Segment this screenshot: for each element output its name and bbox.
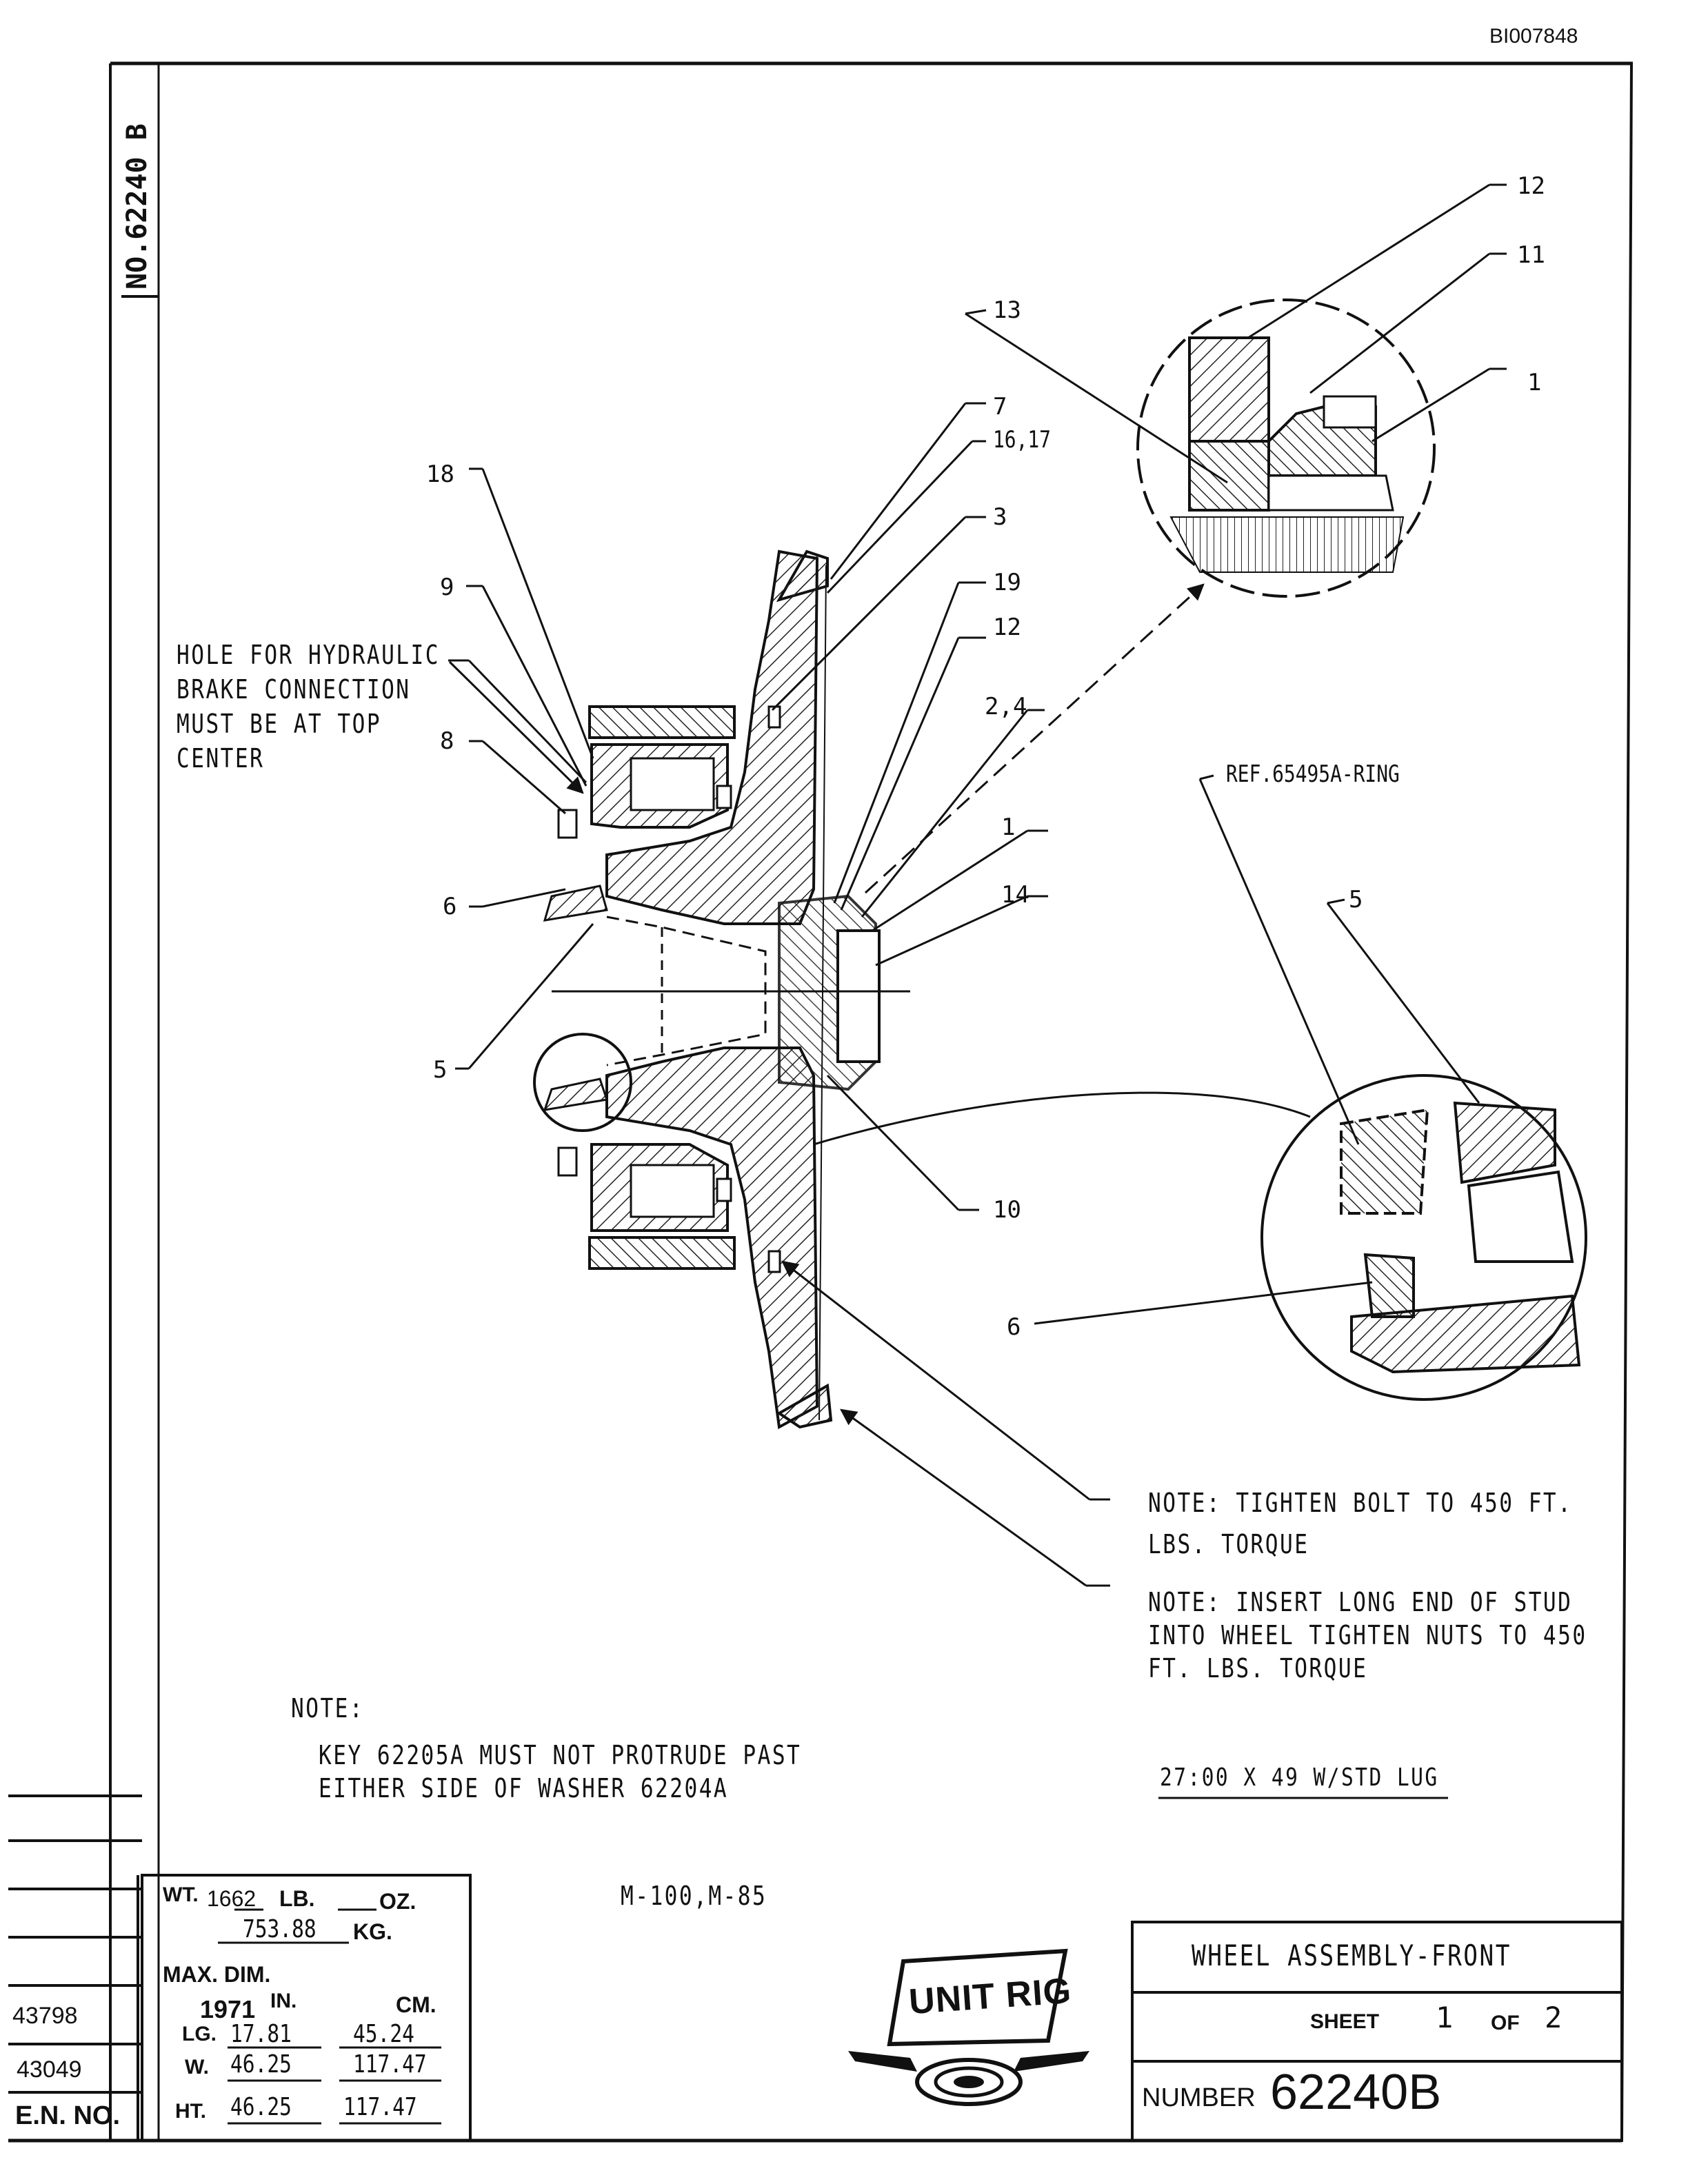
weight-lb-value: 1662 bbox=[207, 1886, 257, 1911]
callout-19: 19 bbox=[993, 569, 1021, 596]
hydraulic-note-line: BRAKE CONNECTION bbox=[177, 674, 411, 705]
unit-rig-logo-graphic bbox=[848, 1948, 1089, 2106]
revision-number: 43798 bbox=[12, 2003, 78, 2029]
callout-7: 7 bbox=[993, 393, 1007, 421]
callout-9: 9 bbox=[440, 574, 454, 601]
revision-number: 43049 bbox=[17, 2056, 82, 2083]
key-note-line: EITHER SIDE OF WASHER 62204A bbox=[319, 1773, 729, 1803]
dim-col-in: IN. bbox=[270, 1990, 297, 2012]
lower-detail-view bbox=[1260, 1074, 1587, 1401]
dim-row-cm: 45.24 bbox=[353, 2020, 414, 2048]
callout-2-4: 2,4 bbox=[985, 693, 1027, 720]
dim-row-cm: 117.47 bbox=[353, 2050, 427, 2079]
sheet-number: 1 bbox=[1436, 2001, 1454, 2034]
tire-size: 27:00 X 49 W/STD LUG bbox=[1160, 1763, 1439, 1792]
max-dim-label: MAX. DIM. bbox=[163, 1962, 271, 1987]
dim-row-in: 46.25 bbox=[230, 2093, 292, 2121]
callout-6-detail: 6 bbox=[1007, 1313, 1021, 1341]
bolt-note-line: LBS. TORQUE bbox=[1148, 1529, 1309, 1559]
stud-note-line: FT. LBS. TORQUE bbox=[1148, 1653, 1368, 1684]
title-block-lines bbox=[1131, 1921, 1623, 2142]
dim-row-label: W. bbox=[185, 2056, 209, 2079]
dim-row-in: 46.25 bbox=[230, 2050, 292, 2079]
callout-5-detail: 5 bbox=[1349, 886, 1363, 913]
callout-18: 18 bbox=[426, 461, 454, 488]
wheel-section bbox=[533, 549, 910, 1430]
callout-11-detail: 11 bbox=[1517, 241, 1545, 269]
ref-ring-label: REF.65495A-RING bbox=[1226, 760, 1400, 788]
callout-8: 8 bbox=[440, 727, 454, 755]
callout-12-detail: 12 bbox=[1517, 172, 1545, 200]
callout-16-17: 16,17 bbox=[993, 426, 1051, 454]
callout-1-detail: 1 bbox=[1527, 369, 1542, 396]
sheet-count: 2 bbox=[1545, 2001, 1563, 2034]
sheet-label: SHEET bbox=[1310, 2010, 1380, 2033]
document-code: BI007848 bbox=[1489, 25, 1578, 48]
callout-6-main: 6 bbox=[443, 893, 457, 920]
stud-note-line: INTO WHEEL TIGHTEN NUTS TO 450 bbox=[1148, 1620, 1587, 1650]
hydraulic-note-line: HOLE FOR HYDRAULIC bbox=[177, 640, 440, 670]
weight-kg-unit: KG. bbox=[353, 1919, 392, 1944]
weight-lb-unit: LB. bbox=[279, 1886, 315, 1911]
weight-label: WT. bbox=[163, 1883, 199, 1906]
hydraulic-note-line: MUST BE AT TOP bbox=[177, 709, 382, 739]
weight-kg-value: 753.88 bbox=[243, 1915, 316, 1943]
revision-table-label: E.N. NO. bbox=[15, 2101, 121, 2130]
drawing-title: WHEEL ASSEMBLY-FRONT bbox=[1192, 1939, 1511, 1972]
hydraulic-note-line: CENTER bbox=[177, 743, 265, 774]
callout-5-main: 5 bbox=[433, 1056, 448, 1084]
callout-1-main: 1 bbox=[1001, 813, 1016, 841]
dim-row-in: 17.81 bbox=[230, 2020, 292, 2048]
dim-row-cm: 117.47 bbox=[343, 2093, 417, 2121]
callout-13: 13 bbox=[993, 296, 1021, 324]
dim-col-cm: CM. bbox=[396, 1992, 436, 2017]
bolt-note-line: NOTE: TIGHTEN BOLT TO 450 FT. bbox=[1148, 1488, 1573, 1518]
drawing-number: 62240B bbox=[1270, 2065, 1442, 2120]
key-note-line: KEY 62205A MUST NOT PROTRUDE PAST bbox=[319, 1740, 802, 1770]
number-label: NUMBER bbox=[1142, 2083, 1256, 2112]
of-label: OF bbox=[1491, 2012, 1520, 2034]
upper-detail-view bbox=[1136, 299, 1436, 598]
key-note-title: NOTE: bbox=[291, 1693, 365, 1723]
weights-box-lines bbox=[141, 1874, 472, 2142]
callout-10: 10 bbox=[993, 1196, 1021, 1224]
model-list: M-100,M-85 bbox=[621, 1881, 767, 1911]
side-drawing-number: NO.62240 B bbox=[121, 123, 153, 290]
callout-14: 14 bbox=[1001, 881, 1029, 909]
leader-lines bbox=[448, 183, 1507, 1587]
drawing-border bbox=[8, 61, 1633, 2143]
callout-3: 3 bbox=[993, 503, 1007, 531]
dim-year: 1971 bbox=[200, 1995, 256, 2023]
dim-row-label: LG. bbox=[182, 2023, 217, 2045]
dim-row-label: HT. bbox=[175, 2100, 206, 2123]
weight-oz-unit: OZ. bbox=[379, 1889, 416, 1914]
revision-table-lines bbox=[8, 1794, 142, 2141]
stud-note-line: NOTE: INSERT LONG END OF STUD bbox=[1148, 1587, 1573, 1617]
callout-12-main: 12 bbox=[993, 614, 1021, 641]
